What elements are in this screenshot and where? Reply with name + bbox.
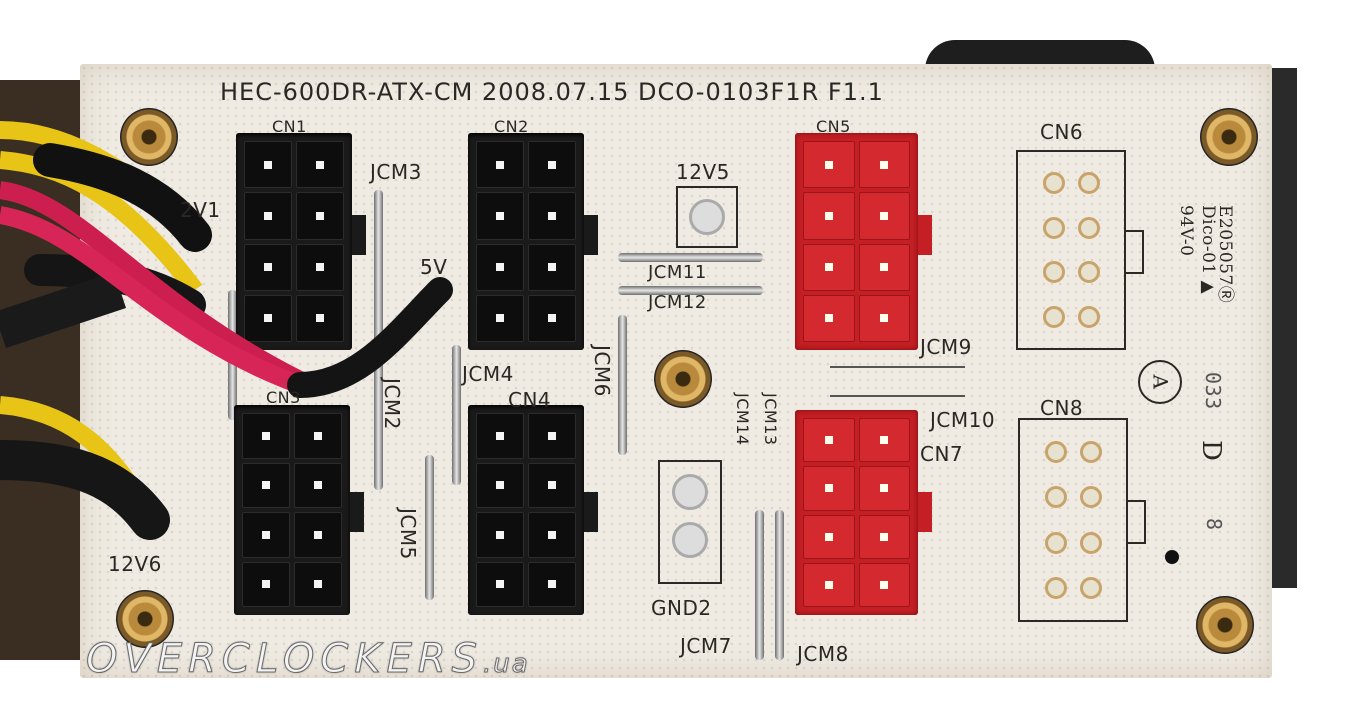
jumper-wire (755, 510, 764, 660)
dico-marking: Dico-01 ▲ (1198, 205, 1218, 295)
d-mark: D (1196, 440, 1226, 462)
connector-latch (918, 492, 932, 532)
connector-cn3 (234, 405, 350, 615)
label-12v1: 2V1 (180, 198, 221, 222)
footprint-latch (1126, 500, 1146, 544)
label-jcm11: JCM11 (648, 262, 707, 283)
brass-standoff (116, 590, 174, 648)
connector-latch (350, 492, 364, 532)
jumper-wire (425, 455, 434, 600)
connector-cn1 (236, 133, 352, 350)
label-jcm7: JCM7 (680, 634, 732, 658)
connector-latch (918, 215, 932, 255)
mounting-hole (1165, 550, 1179, 564)
rating-marking: 94V-0 (1176, 205, 1196, 257)
board-title: HEC-600DR-ATX-CM 2008.07.15 DCO-0103F1R … (220, 78, 884, 106)
connector-cn2 (468, 133, 584, 350)
trace-line (830, 366, 965, 368)
label-jcm14: JCM14 (733, 393, 752, 446)
connector-latch (584, 492, 598, 532)
brass-standoff (654, 350, 712, 408)
label-cn5: CN5 (816, 117, 851, 136)
label-jcm4: JCM4 (462, 362, 514, 386)
terminal-gnd2 (658, 460, 722, 584)
watermark: OVERCLOCKERS.ua (86, 636, 530, 683)
label-12v5: 12V5 (676, 160, 730, 184)
ul-marking: E205057Ⓡ (1215, 205, 1235, 304)
label-5v: 5V (420, 255, 448, 279)
label-jcm8: JCM8 (797, 642, 849, 666)
connector-latch (352, 215, 366, 255)
connector-cn4 (468, 405, 584, 615)
jumper-wire (452, 345, 461, 485)
trace-line (830, 395, 965, 397)
date-code: 033 (1201, 372, 1225, 410)
connector-cn7 (795, 410, 918, 615)
watermark-main: OVERCLOCKERS (86, 636, 483, 683)
brass-standoff (1196, 596, 1254, 654)
label-cn8: CN8 (1040, 396, 1084, 420)
label-12v6: 12V6 (108, 552, 162, 576)
label-cn2: CN2 (494, 117, 529, 136)
watermark-suffix: .ua (483, 649, 530, 680)
jumper-wire (618, 253, 763, 262)
label-jcm2: JCM2 (380, 378, 404, 430)
connector-cn6-footprint (1016, 150, 1126, 350)
label-cn7: CN7 (920, 442, 964, 466)
brass-standoff (120, 108, 178, 166)
connector-cn8-footprint (1018, 418, 1128, 622)
connector-cn5 (795, 133, 918, 350)
brass-standoff (1200, 108, 1258, 166)
label-gnd2: GND2 (651, 596, 712, 620)
label-cn1: CN1 (272, 117, 307, 136)
label-cn4: CN4 (508, 388, 552, 412)
circle-a-letter: A (1147, 374, 1172, 390)
jumper-wire (618, 315, 627, 455)
label-cn6: CN6 (1040, 120, 1084, 144)
label-jcm12: JCM12 (648, 292, 707, 313)
label-jcm9: JCM9 (920, 335, 972, 359)
terminal-12v5 (676, 186, 738, 248)
label-jcm6: JCM6 (590, 345, 614, 397)
jumper-wire (618, 286, 763, 295)
code-8: 8 (1202, 518, 1226, 531)
jumper-wire (775, 510, 784, 660)
circle-a-mark: A (1138, 360, 1182, 404)
footprint-latch (1124, 230, 1144, 274)
label-cn3: CN3 (266, 388, 301, 407)
label-jcm13: JCM13 (761, 393, 780, 446)
connector-latch (584, 215, 598, 255)
label-jcm5: JCM5 (396, 508, 420, 560)
label-jcm3: JCM3 (370, 160, 422, 184)
label-jcm10: JCM10 (930, 408, 996, 432)
